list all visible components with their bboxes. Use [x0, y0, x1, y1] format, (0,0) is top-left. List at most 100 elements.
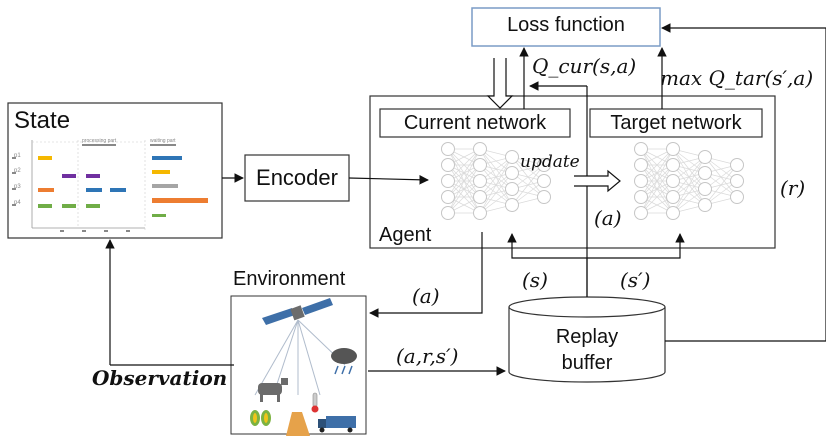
- gantt-bar: [62, 204, 76, 208]
- network-node: [441, 206, 455, 220]
- network-edge: [672, 156, 706, 214]
- network-node: [473, 206, 487, 220]
- state-label: State: [14, 107, 71, 134]
- network-edge: [640, 148, 674, 198]
- target-network-graphic: [634, 142, 744, 220]
- network-node: [473, 142, 487, 156]
- satellite-icon: [262, 298, 333, 325]
- network-node: [698, 198, 712, 212]
- network-node: [634, 174, 648, 188]
- crops-icon: [250, 410, 271, 426]
- network-edge: [672, 172, 706, 214]
- a-label-inner: (a): [594, 206, 622, 230]
- gantt-bar: [38, 188, 54, 192]
- network-node: [441, 158, 455, 172]
- gantt-bar: [110, 188, 126, 192]
- network-node: [666, 174, 680, 188]
- row-label-p2: p2: [14, 168, 21, 174]
- network-node: [666, 142, 680, 156]
- network-node: [698, 166, 712, 180]
- gantt-bar: [152, 198, 208, 203]
- gantt-bar: [152, 214, 166, 217]
- gantt-bar: [152, 170, 170, 174]
- network-node: [698, 182, 712, 196]
- a-label-env: (a): [412, 284, 440, 308]
- gantt-bar: [152, 156, 182, 160]
- rain-cloud-icon: [331, 348, 357, 375]
- encoder-label: Encoder: [256, 165, 338, 190]
- network-edge: [672, 156, 706, 198]
- r-label: (r): [780, 176, 806, 200]
- gantt-bar: [152, 184, 178, 188]
- transition-label: (a,r,s′): [396, 344, 459, 368]
- network-node: [634, 190, 648, 204]
- road-graphic: [286, 412, 310, 436]
- truck-icon: [318, 416, 356, 433]
- network-edge: [447, 148, 481, 198]
- network-edge: [447, 148, 481, 214]
- network-node: [473, 174, 487, 188]
- gantt-bar: [86, 188, 102, 192]
- update-label: update: [520, 152, 580, 172]
- encoder-to-agent-arrow: [348, 174, 429, 185]
- network-node: [441, 174, 455, 188]
- network-node: [634, 158, 648, 172]
- update-double-arrow: [574, 169, 621, 193]
- state-gantt-chart: [12, 140, 208, 232]
- row-label-p1: p1: [14, 153, 21, 159]
- network-edge: [447, 148, 481, 182]
- agent-label: Agent: [379, 224, 432, 246]
- network-node: [505, 150, 519, 164]
- loss-function-box: [471, 7, 661, 47]
- replay-to-target-arrow: [587, 233, 685, 259]
- reward-to-loss-arrow: [661, 23, 826, 342]
- s-label: (s): [522, 268, 548, 292]
- network-node: [666, 206, 680, 220]
- network-node: [698, 150, 712, 164]
- max-q-tar-label: max Q_tar(s′,a): [660, 66, 814, 90]
- network-node: [505, 182, 519, 196]
- waiting-part-header: waiting part: [150, 138, 176, 144]
- environment-label: Environment: [233, 268, 346, 290]
- network-node: [666, 190, 680, 204]
- network-edge: [640, 148, 674, 182]
- action-to-environment-arrow: [369, 232, 483, 318]
- network-edge: [479, 156, 513, 198]
- gantt-bar: [38, 204, 52, 208]
- network-edge: [704, 164, 738, 206]
- gantt-bar: [86, 174, 100, 178]
- network-node: [634, 142, 648, 156]
- network-node: [537, 174, 551, 188]
- buffer-label: buffer: [561, 352, 613, 374]
- network-edge: [479, 172, 513, 214]
- current-network-graphic: [441, 142, 551, 220]
- gantt-bar: [62, 174, 76, 178]
- thermometer-icon: [311, 392, 319, 413]
- network-node: [730, 190, 744, 204]
- network-node: [473, 158, 487, 172]
- loss-function-label: Loss function: [507, 14, 625, 36]
- current-network-label: Current network: [403, 112, 547, 134]
- network-node: [634, 206, 648, 220]
- observation-label: Observation: [92, 366, 228, 390]
- network-edge: [511, 164, 545, 206]
- network-node: [505, 166, 519, 180]
- replay-buffer-cylinder: [508, 296, 666, 383]
- network-node: [441, 142, 455, 156]
- loss-to-current-double-arrow: [486, 58, 514, 109]
- row-label-p3: p3: [14, 184, 21, 190]
- gantt-bar: [38, 156, 52, 160]
- network-node: [473, 190, 487, 204]
- network-edge: [447, 164, 481, 214]
- network-edge: [640, 164, 674, 214]
- gantt-bar: [86, 204, 100, 208]
- target-network-label: Target network: [610, 112, 742, 134]
- network-node: [537, 158, 551, 172]
- target-network-box: [589, 108, 763, 138]
- state-panel: [7, 102, 223, 239]
- network-node: [666, 158, 680, 172]
- network-edge: [479, 156, 513, 214]
- processing-part-header: processing part: [82, 138, 117, 144]
- q-cur-label: Q_cur(s,a): [532, 54, 637, 78]
